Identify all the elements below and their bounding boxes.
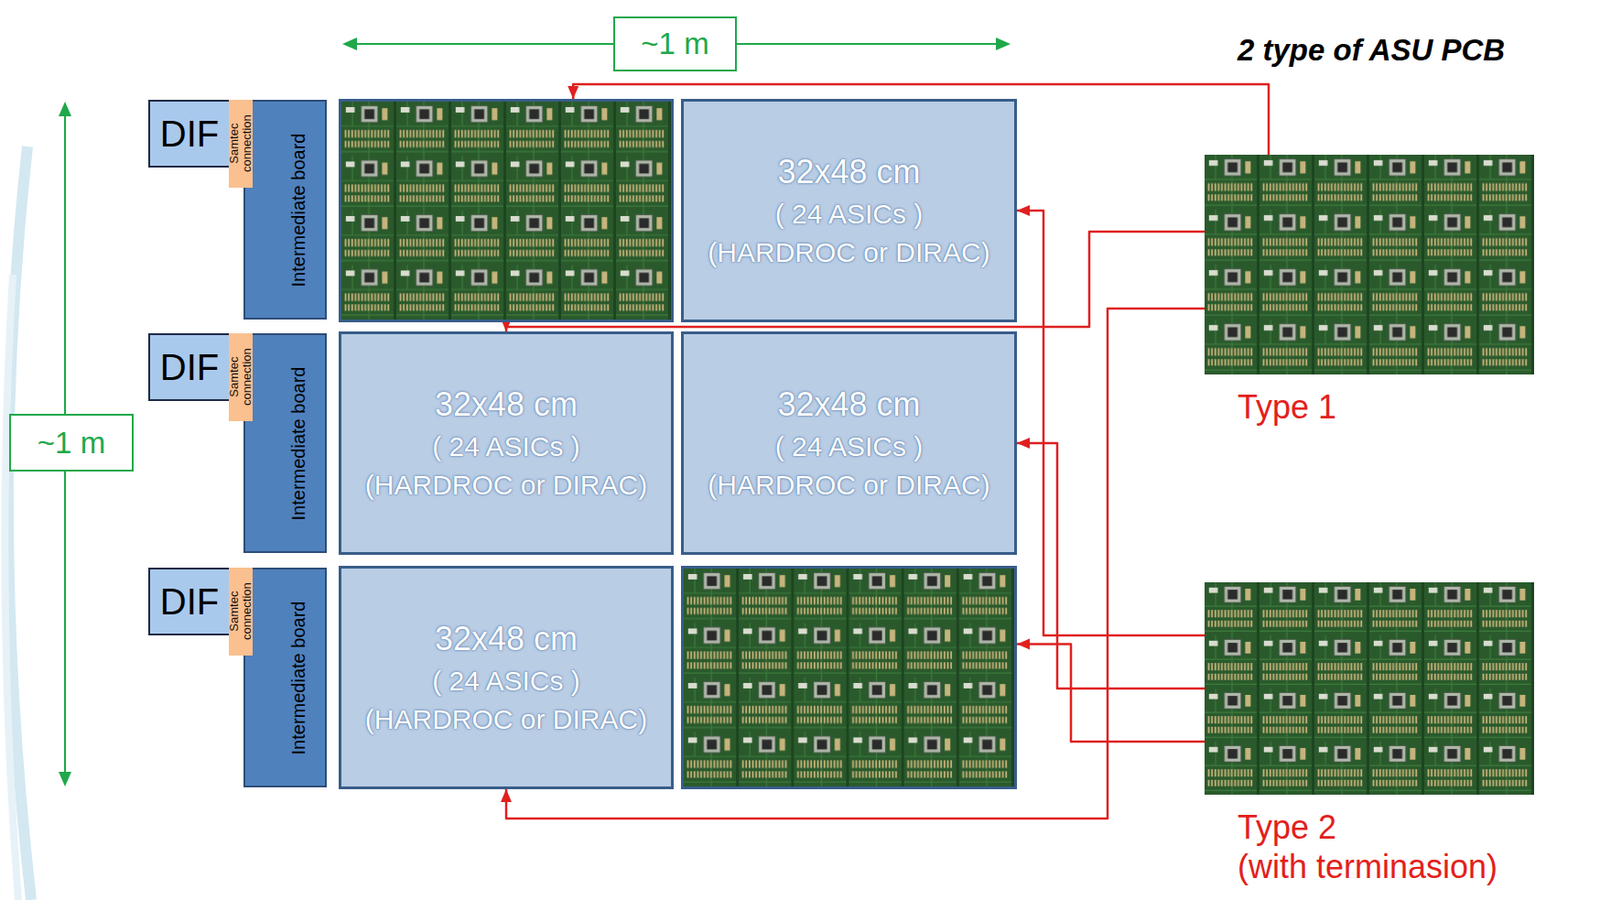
asu-panel: 32x48 cm( 24 ASICs )(HARDROC or DIRAC): [681, 98, 1017, 323]
panel-text: (HARDROC or DIRAC): [365, 700, 648, 739]
dimension-box: ~1 m: [9, 413, 134, 472]
panel-text: 32x48 cm: [777, 149, 920, 195]
intermediate-board: Intermediate board: [243, 99, 327, 320]
arrow-head: [1016, 437, 1030, 449]
panel-text: (HARDROC or DIRAC): [707, 233, 990, 272]
panel-text: ( 24 ASICs ): [775, 194, 924, 234]
feed-arrow: [1016, 437, 1205, 689]
board-label: Intermediate board: [287, 576, 309, 779]
dimension-box: ~1 m: [613, 16, 737, 72]
arrow-line: [1016, 443, 1205, 689]
panel-text: (HARDROC or DIRAC): [707, 465, 990, 505]
pcb-type-label: (with terminasion): [1204, 846, 1498, 887]
dimension-label: ~1 m: [640, 26, 709, 62]
pcb-pattern: [1204, 582, 1535, 795]
pcb-art: [1204, 154, 1535, 375]
dif-box: DIF: [148, 333, 231, 401]
panel-text: 32x48 cm: [434, 381, 578, 428]
dif-box: DIF: [148, 99, 231, 168]
arrow-head: [1016, 637, 1030, 649]
asu-pcb: Type 1: [1204, 154, 1535, 375]
board-label: Intermediate board: [287, 108, 309, 311]
panel-text: 32x48 cm: [434, 616, 578, 662]
dif-label: DIF: [160, 346, 219, 389]
pcb-art: [341, 101, 671, 320]
pcb-pattern: [683, 568, 1015, 787]
board-label: Intermediate board: [287, 342, 309, 544]
connector-label: Samtec connection: [227, 574, 253, 649]
connector-label: Samtec connection: [227, 340, 253, 414]
pcb-art: [683, 568, 1015, 787]
dif-label: DIF: [160, 581, 219, 623]
pcb-pattern: [341, 101, 671, 320]
asu-pcb: Type 2(with terminasion): [1204, 582, 1535, 795]
connector-label: Samtec connection: [227, 107, 253, 181]
arrow-line: [1016, 643, 1205, 742]
arrow-head: [567, 86, 579, 99]
asu-panel: 32x48 cm( 24 ASICs )(HARDROC or DIRAC): [681, 331, 1017, 555]
samtec-connector: Samtec connection: [228, 99, 253, 188]
asu-panel: [681, 565, 1017, 790]
panel-text: (HARDROC or DIRAC): [365, 465, 648, 505]
dimension-label: ~1 m: [37, 425, 106, 461]
panel-text: ( 24 ASICs ): [775, 427, 924, 466]
asu-panel: 32x48 cm( 24 ASICs )(HARDROC or DIRAC): [338, 331, 674, 555]
dif-label: DIF: [160, 113, 219, 155]
pcb-caption: Type 2(with terminasion): [1204, 807, 1498, 887]
diagram-title: 2 type of ASU PCB: [1237, 32, 1505, 68]
pcb-type-label: Type 2: [1204, 807, 1498, 847]
pcb-pattern: [1204, 154, 1535, 375]
feed-arrow: [1016, 637, 1205, 742]
samtec-connector: Samtec connection: [228, 567, 253, 656]
intermediate-board: Intermediate board: [243, 333, 327, 553]
panel-text: 32x48 cm: [777, 381, 920, 428]
pcb-type-label: Type 1: [1204, 387, 1337, 427]
arrow-head: [1016, 205, 1030, 217]
pcb-caption: Type 1: [1204, 387, 1337, 427]
asu-panel: [338, 98, 674, 323]
intermediate-board: Intermediate board: [243, 567, 327, 788]
arrow-head: [500, 789, 512, 802]
panel-text: ( 24 ASICs ): [432, 427, 581, 466]
arrow-line: [1016, 210, 1205, 636]
panel-text: ( 24 ASICs ): [432, 661, 581, 701]
asu-panel: 32x48 cm( 24 ASICs )(HARDROC or DIRAC): [338, 565, 674, 790]
pcb-art: [1204, 582, 1535, 795]
samtec-connector: Samtec connection: [228, 333, 253, 422]
dif-box: DIF: [148, 567, 231, 636]
feed-arrow: [1016, 205, 1205, 636]
